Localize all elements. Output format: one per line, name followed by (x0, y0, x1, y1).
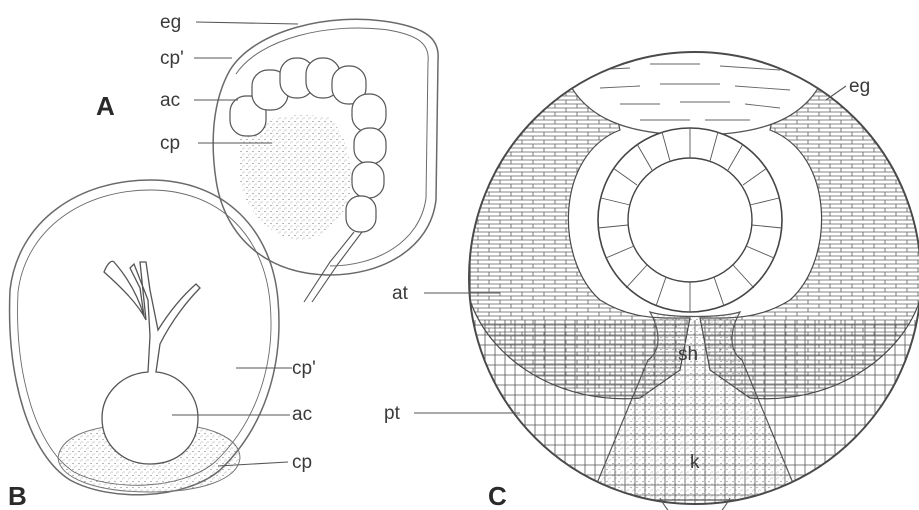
label-ac-b: ac (292, 404, 312, 425)
panel-a: eg cp' ac cp A (96, 12, 438, 302)
embryo-b (102, 261, 200, 464)
leader-eg-a (196, 22, 298, 24)
panel-letter-b: B (8, 481, 27, 510)
label-cp-b: cp (292, 452, 312, 473)
central-cavity-inner-c (628, 158, 752, 282)
label-k-c: k (690, 452, 700, 473)
panel-c: eg at sh pt k C (384, 38, 919, 510)
suspensor-a (304, 232, 362, 302)
label-ac-a: ac (160, 90, 180, 111)
panel-letter-a: A (96, 91, 115, 121)
leader-eg-c (826, 86, 846, 100)
label-at-c: at (392, 283, 409, 304)
label-eg-a: eg (160, 12, 181, 33)
label-pt-c: pt (384, 403, 401, 424)
label-cp-a: cp (160, 133, 180, 154)
label-sh-c: sh (678, 344, 698, 365)
label-cp-prime-a: cp' (160, 48, 184, 69)
label-eg-c: eg (849, 76, 870, 97)
panel-b: cp' ac cp B (8, 180, 316, 510)
panel-letter-c: C (488, 481, 507, 510)
label-cp-prime-b: cp' (292, 358, 316, 379)
